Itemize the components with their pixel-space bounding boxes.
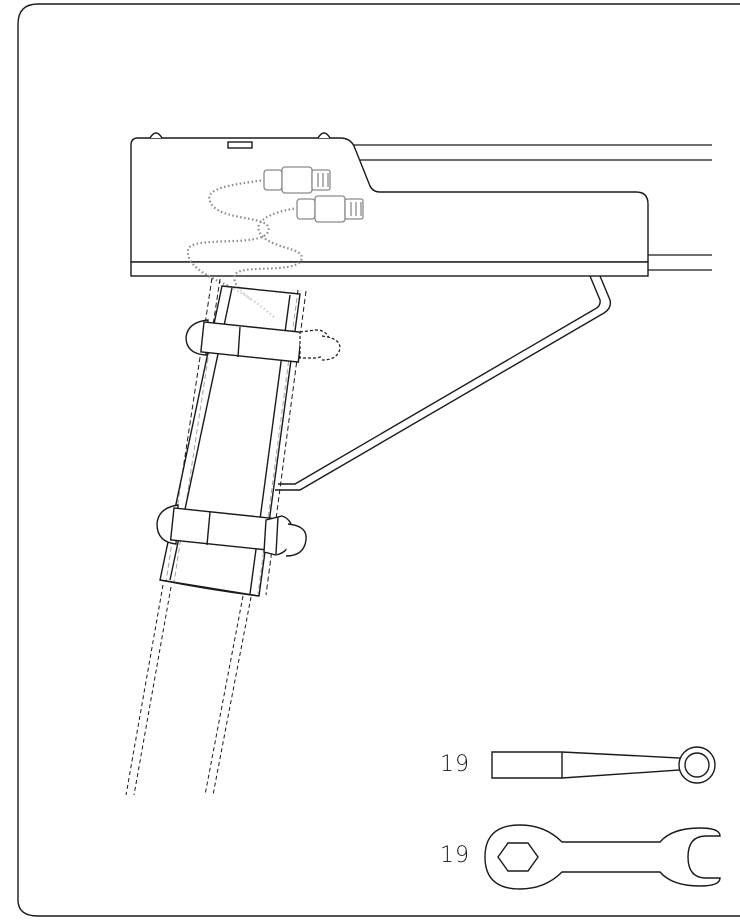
support-bracket xyxy=(275,275,612,491)
bolt-icon xyxy=(156,504,273,551)
cable-harness xyxy=(186,178,303,319)
top-slot xyxy=(227,141,253,149)
rail xyxy=(352,144,712,271)
nut-icon xyxy=(299,329,341,361)
combination-spanner-icon xyxy=(484,824,721,890)
connector-plug-icon xyxy=(296,195,364,223)
connector-plug-icon xyxy=(263,166,331,194)
ring-spanner-icon xyxy=(491,746,716,784)
ring-spanner-size-label: 19 xyxy=(440,752,470,777)
motor-housing xyxy=(130,132,649,277)
open-spanner-size-label: 19 xyxy=(440,843,470,868)
bolt-icon xyxy=(185,319,303,363)
page-border xyxy=(17,3,740,917)
leg-extension xyxy=(125,584,252,796)
nut-icon xyxy=(263,515,307,557)
